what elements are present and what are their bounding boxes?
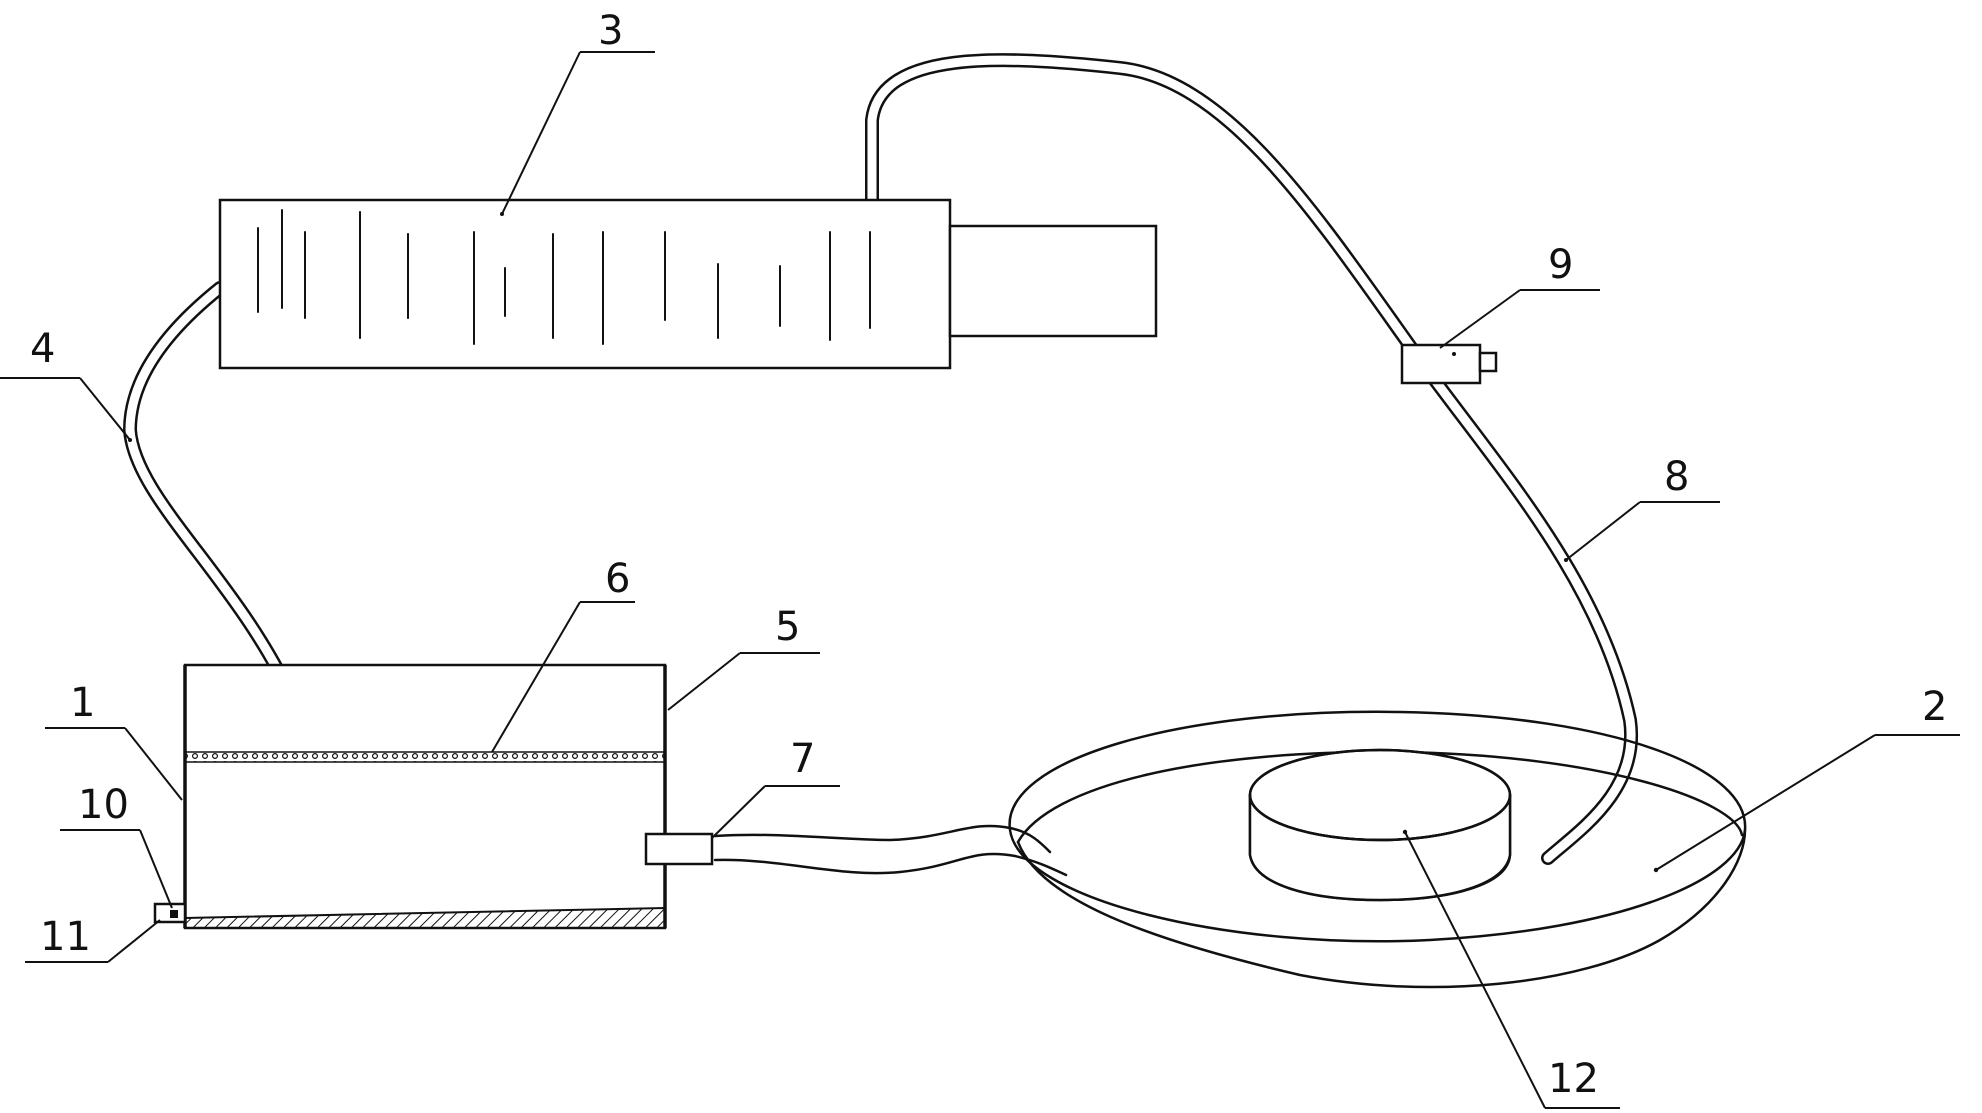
pump-fins bbox=[257, 209, 871, 345]
ref-label-10: 10 bbox=[78, 782, 129, 828]
connector-7 bbox=[644, 832, 714, 866]
ref-label-9: 9 bbox=[1548, 242, 1573, 288]
ref-label-3: 3 bbox=[598, 8, 623, 54]
ref-label-8: 8 bbox=[1664, 454, 1689, 500]
ref-label-12: 12 bbox=[1548, 1056, 1599, 1102]
filter-layer bbox=[184, 751, 666, 763]
tank bbox=[153, 663, 667, 930]
ref-label-4: 4 bbox=[30, 326, 55, 372]
drain-tube bbox=[713, 824, 1068, 877]
leader-lines bbox=[0, 51, 1960, 1109]
ref-label-6: 6 bbox=[605, 556, 630, 602]
pump-unit bbox=[218, 198, 1158, 370]
ref-label-1: 1 bbox=[70, 680, 95, 726]
tank-bottom bbox=[184, 906, 666, 929]
outlet-plug bbox=[170, 910, 178, 918]
ref-label-2: 2 bbox=[1922, 684, 1947, 730]
puck-12 bbox=[1248, 748, 1512, 902]
ref-label-7: 7 bbox=[790, 736, 815, 782]
tube-8 bbox=[865, 53, 1639, 865]
reference-labels: 3 4 6 5 1 10 11 7 9 8 2 12 bbox=[30, 8, 1947, 1102]
ref-label-11: 11 bbox=[40, 914, 91, 960]
valve-9 bbox=[1400, 343, 1498, 385]
tube-4 bbox=[123, 281, 302, 712]
ref-label-5: 5 bbox=[775, 604, 800, 650]
